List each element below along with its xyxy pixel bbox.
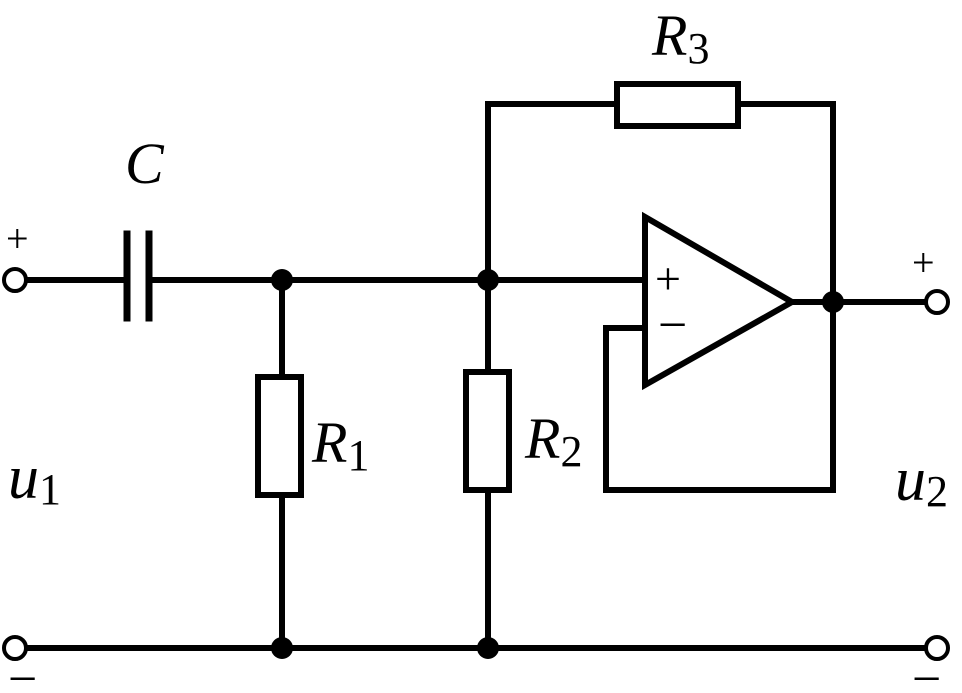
terminal-output-top	[924, 289, 950, 315]
wire-r3-right	[735, 101, 836, 305]
sign-output-minus: −	[912, 651, 941, 693]
label-r2-main: R	[524, 406, 560, 471]
opamp-triangle	[642, 211, 799, 391]
label-u2-sub: 2	[926, 467, 948, 516]
wire-r3-left	[485, 101, 620, 283]
resistor-r3	[614, 81, 741, 129]
label-u2: u2	[895, 446, 948, 516]
junction-ground-r1	[271, 637, 293, 659]
junction-node-a	[271, 269, 293, 291]
label-capacitor: C	[125, 131, 165, 196]
label-r3-sub: 3	[687, 24, 709, 73]
label-u2-main: u	[895, 446, 926, 514]
terminal-output-bottom	[924, 635, 950, 661]
label-r1-sub: 1	[347, 431, 369, 480]
junction-ground-r2	[477, 637, 499, 659]
resistor-r2	[463, 369, 512, 493]
label-u1: u1	[8, 444, 61, 514]
sign-opamp-noninverting: +	[655, 253, 681, 304]
label-r2: R2	[524, 406, 582, 476]
terminal-input-bottom	[2, 635, 28, 661]
junction-output	[822, 291, 844, 313]
label-r1: R1	[311, 410, 369, 480]
label-u1-sub: 1	[39, 465, 61, 514]
label-r3: R3	[651, 3, 709, 73]
sign-input-minus: −	[8, 651, 37, 693]
sign-opamp-inverting: −	[658, 297, 687, 354]
label-r1-main: R	[311, 410, 347, 475]
label-r2-sub: 2	[560, 427, 582, 476]
terminal-input-top	[2, 267, 28, 293]
sign-input-plus: +	[6, 216, 29, 261]
wire-follower-loop	[603, 299, 836, 493]
label-r3-main: R	[651, 3, 687, 68]
junction-node-b	[477, 269, 499, 291]
resistor-r1	[255, 374, 304, 498]
label-u1-main: u	[8, 444, 39, 512]
sign-output-plus: +	[912, 240, 935, 285]
